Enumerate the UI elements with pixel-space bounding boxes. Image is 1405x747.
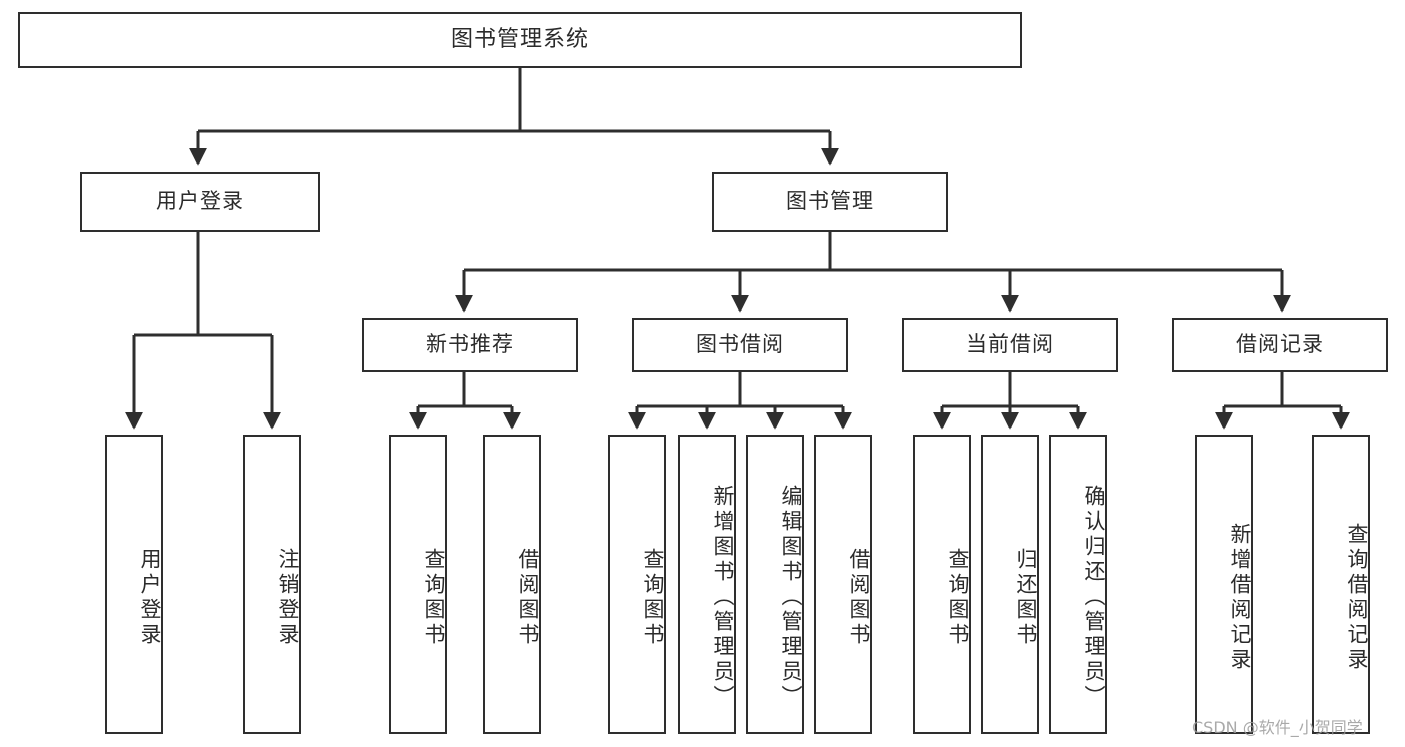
node-label: 用户登录	[156, 189, 244, 214]
node-label: 借阅图书	[516, 547, 540, 648]
node-label: 查询图书	[641, 547, 665, 648]
leaf-borrow-book[interactable]: 借阅图书	[814, 435, 872, 734]
leaf-query-book-recommend[interactable]: 查询图书	[389, 435, 447, 734]
node-label: 确认归还（管理员）	[1082, 485, 1106, 710]
node-label: 当前借阅	[966, 332, 1054, 357]
node-label: 查询图书	[422, 547, 446, 648]
leaf-query-borrow-record[interactable]: 查询借阅记录	[1312, 435, 1370, 734]
node-root-system[interactable]: 图书管理系统	[18, 12, 1022, 68]
node-book-management[interactable]: 图书管理	[712, 172, 948, 232]
node-label: 用户登录	[138, 547, 162, 648]
node-label: 查询图书	[946, 547, 970, 648]
leaf-add-borrow-record[interactable]: 新增借阅记录	[1195, 435, 1253, 734]
leaf-user-login[interactable]: 用户登录	[105, 435, 163, 734]
leaf-query-book-current[interactable]: 查询图书	[913, 435, 971, 734]
node-label: 借阅记录	[1236, 332, 1324, 357]
node-label: 图书管理系统	[450, 26, 589, 52]
leaf-edit-book-admin[interactable]: 编辑图书（管理员）	[746, 435, 804, 734]
node-label: 编辑图书（管理员）	[779, 485, 803, 710]
leaf-confirm-return-admin[interactable]: 确认归还（管理员）	[1049, 435, 1107, 734]
node-label: 归还图书	[1014, 547, 1038, 648]
node-current-borrow[interactable]: 当前借阅	[902, 318, 1118, 372]
node-user-login[interactable]: 用户登录	[80, 172, 320, 232]
leaf-borrow-book-recommend[interactable]: 借阅图书	[483, 435, 541, 734]
node-book-borrow[interactable]: 图书借阅	[632, 318, 848, 372]
node-label: 查询借阅记录	[1345, 522, 1369, 673]
leaf-return-book[interactable]: 归还图书	[981, 435, 1039, 734]
node-borrow-record[interactable]: 借阅记录	[1172, 318, 1388, 372]
node-new-book-recommend[interactable]: 新书推荐	[362, 318, 578, 372]
leaf-add-book-admin[interactable]: 新增图书（管理员）	[678, 435, 736, 734]
node-label: 注销登录	[276, 547, 300, 648]
node-label: 新书推荐	[426, 332, 514, 357]
node-label: 新增图书（管理员）	[711, 485, 735, 710]
node-label: 借阅图书	[847, 547, 871, 648]
leaf-logout[interactable]: 注销登录	[243, 435, 301, 734]
leaf-query-book-borrow[interactable]: 查询图书	[608, 435, 666, 734]
node-label: 图书借阅	[696, 332, 784, 357]
node-label: 新增借阅记录	[1228, 522, 1252, 673]
node-label: 图书管理	[786, 189, 874, 214]
watermark: CSDN @软件_小贺同学	[1192, 718, 1363, 737]
